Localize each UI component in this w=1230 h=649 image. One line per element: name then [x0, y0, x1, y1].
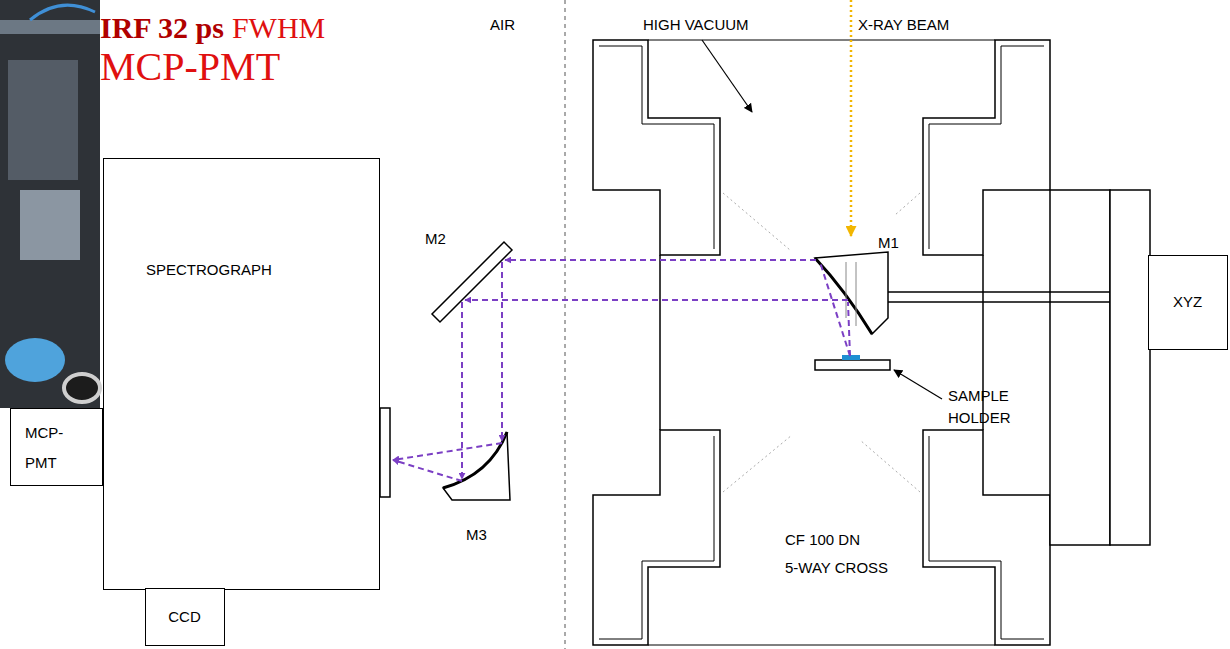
beam-line	[465, 299, 848, 301]
mirror-hole	[856, 262, 857, 326]
photo-fragment	[0, 0, 100, 408]
box-label: CCD	[168, 608, 201, 626]
beam-line	[393, 460, 462, 481]
part-label: CF 100 DN 5-WAY CROSS	[785, 526, 888, 582]
mirror-face	[815, 258, 872, 334]
photo-part	[8, 60, 78, 180]
leader-arrow	[894, 370, 942, 399]
diagonal-line	[895, 193, 920, 215]
photo-cable	[30, 5, 95, 20]
title-text: MCP-PMT	[100, 44, 280, 90]
parabolic-mirror	[443, 432, 510, 500]
box-label: SPECTROGRAPH	[146, 261, 272, 279]
title-text: IRF 32 ps	[100, 10, 224, 46]
separator-line	[565, 0, 566, 649]
flange-outline	[923, 40, 1050, 255]
entrance-slit	[380, 408, 390, 497]
region-label: HIGH VACUUM	[643, 16, 749, 34]
spectrograph-box: SPECTROGRAPH	[103, 158, 380, 590]
box-label: MCP- PMT	[25, 418, 63, 478]
flange-inner	[599, 436, 714, 639]
title-text: FWHM	[232, 10, 325, 46]
flange	[923, 40, 1050, 255]
xray-beam	[850, 0, 853, 236]
mirror-rod	[888, 292, 1110, 302]
stage-plate	[1110, 190, 1150, 545]
mirror-label: M2	[425, 230, 446, 248]
flange	[593, 40, 720, 255]
leader-arrow	[702, 40, 752, 112]
sample	[842, 355, 860, 360]
mirror-label: M3	[466, 526, 487, 544]
photo-glove	[5, 338, 65, 382]
flange-inner	[599, 46, 714, 249]
mirror-face	[443, 432, 507, 488]
beam-label: X-RAY BEAM	[858, 16, 949, 34]
parabolic-mirror	[815, 252, 888, 334]
region-label: AIR	[490, 16, 515, 34]
beam-line	[848, 302, 850, 356]
sample-holder	[815, 360, 890, 370]
detector-box: MCP- PMT	[10, 408, 103, 486]
part-label: SAMPLE HOLDER	[948, 385, 1011, 429]
chamber-wall	[648, 645, 995, 646]
flange-inner	[929, 46, 1044, 249]
chamber-wall	[648, 40, 995, 41]
beam-line	[393, 443, 502, 460]
photo-rail	[0, 20, 100, 34]
box-label: XYZ	[1173, 293, 1202, 311]
diagonal-line	[860, 440, 920, 492]
vacuum-cross	[593, 40, 1150, 645]
beam-line	[505, 259, 816, 261]
flange-inner	[929, 436, 1044, 639]
stage-box: XYZ	[1148, 255, 1228, 350]
beam-line	[461, 302, 463, 479]
cross-diagonals	[723, 193, 920, 492]
diagonal-line	[723, 193, 790, 250]
photo-ground	[0, 0, 100, 408]
flange-outline	[923, 430, 1050, 645]
photo-part	[20, 190, 80, 260]
side-flange	[1050, 190, 1110, 545]
rod-line	[888, 301, 1110, 303]
rod-line	[888, 291, 1110, 293]
photo-tape	[64, 374, 100, 402]
beam-line	[820, 262, 850, 356]
beam-line	[501, 262, 503, 441]
camera-box: CCD	[145, 588, 225, 646]
flat-mirror	[432, 242, 512, 322]
diagonal-line	[723, 435, 792, 492]
mirror-hole	[846, 262, 847, 318]
light-path	[393, 260, 850, 481]
flange-outline	[593, 40, 720, 255]
flange	[593, 430, 720, 645]
mirror-label: M1	[878, 234, 899, 252]
flange-outline	[593, 430, 720, 645]
chamber-wall	[659, 255, 661, 430]
flange	[923, 430, 1050, 645]
